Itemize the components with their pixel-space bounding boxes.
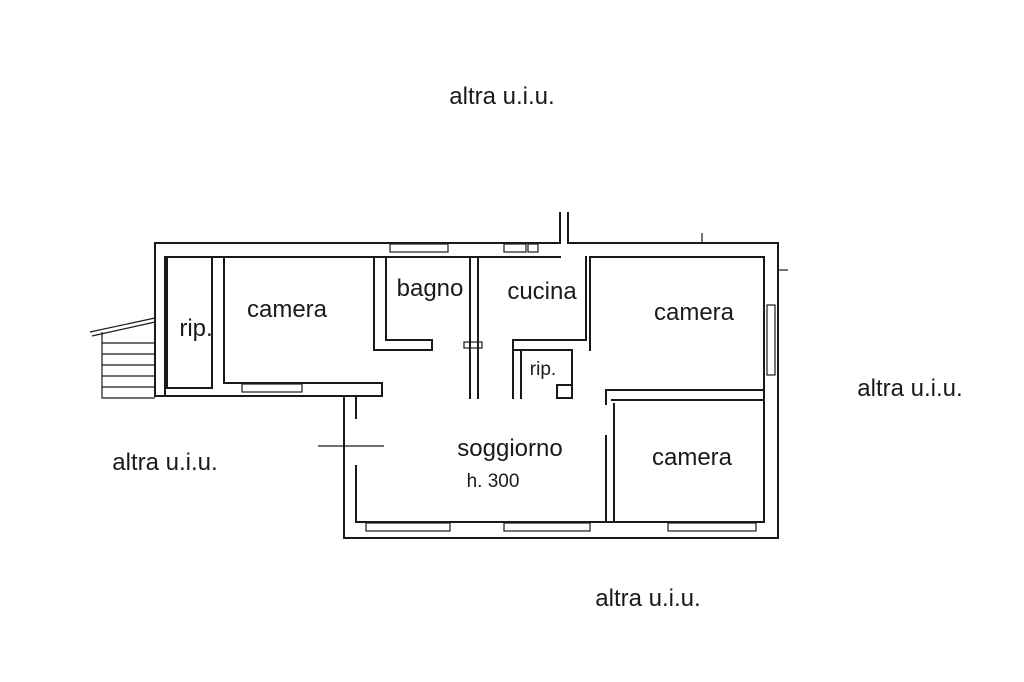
other-unit-label-left: altra u.i.u. [112, 449, 217, 476]
room-label-bedroom-right-bottom: camera [652, 444, 733, 471]
room-label-bedroom-right-top: camera [654, 299, 735, 326]
outer-walls [154, 242, 779, 539]
stair [89, 317, 156, 399]
room-label-bathroom: bagno [397, 275, 464, 302]
room-label-storage-center: rip. [530, 359, 556, 380]
room-label-living-room-height: h. 300 [467, 471, 520, 492]
windows [241, 243, 776, 532]
room-label-bedroom-left: camera [247, 296, 328, 323]
room-label-kitchen: cucina [507, 278, 577, 305]
other-unit-label-top: altra u.i.u. [449, 83, 554, 110]
room-label-storage-left: rip. [179, 315, 212, 342]
interior-walls [166, 212, 765, 523]
room-label-living-room: soggiorno [457, 435, 562, 462]
other-unit-label-right: altra u.i.u. [857, 375, 962, 402]
doors [318, 269, 788, 447]
other-unit-label-bottom: altra u.i.u. [595, 585, 700, 612]
